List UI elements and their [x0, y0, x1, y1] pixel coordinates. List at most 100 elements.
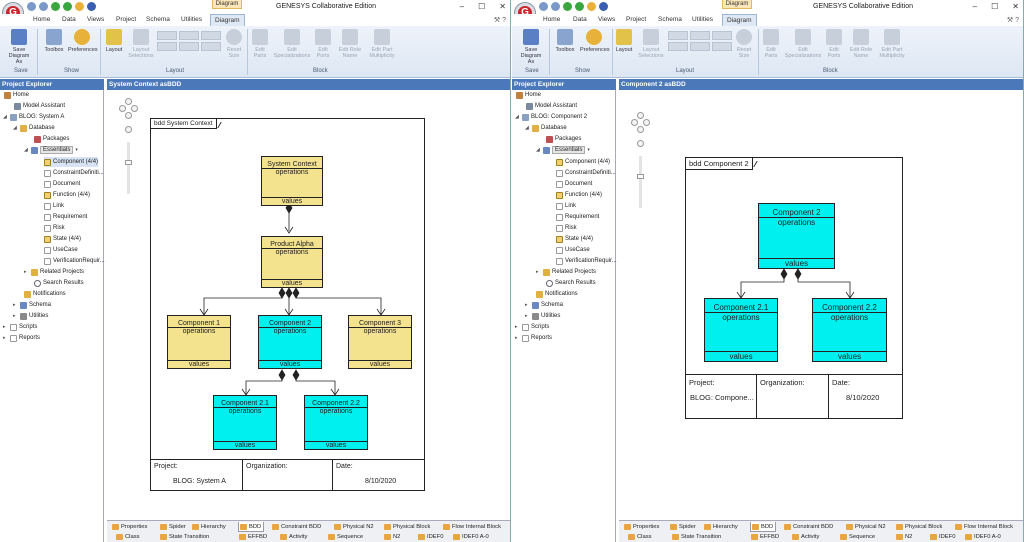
tab-diagram[interactable]: Diagram — [722, 14, 757, 26]
tab-constraint-bdd[interactable]: Constraint BDD — [783, 522, 835, 532]
edit-role-name-button[interactable]: Edit Role Name — [336, 29, 364, 59]
tree-state[interactable]: State (4/4) — [44, 234, 81, 244]
tree-function[interactable]: Function (4/4) — [556, 190, 602, 200]
tab-physical-block[interactable]: Physical Block — [383, 522, 432, 532]
tree-component[interactable]: Component (4/4) — [556, 157, 610, 167]
tab-idef0-a0[interactable]: IDEF0 A-0 — [452, 532, 491, 542]
tree-essentials[interactable]: ◢Essentials▾ — [24, 146, 78, 154]
tree-risk[interactable]: Risk — [44, 223, 65, 233]
tree-document[interactable]: Document — [44, 179, 80, 189]
tree-notifications[interactable]: Notifications — [24, 289, 66, 299]
tab-idef0[interactable]: IDEF0 — [417, 532, 445, 542]
edit-parts-button[interactable]: Edit Parts — [250, 29, 270, 59]
tree-link[interactable]: Link — [44, 201, 64, 211]
tree-schema[interactable]: ▸Schema — [13, 301, 52, 309]
refresh-icon[interactable] — [587, 2, 596, 11]
ribbon-options-icon[interactable]: ⚒ ? — [493, 17, 506, 24]
tab-views[interactable]: Views — [598, 16, 616, 23]
tree-database[interactable]: ◢Database — [13, 124, 55, 132]
edit-specializations-button[interactable]: Edit Specializations — [272, 29, 312, 59]
diagram-tab-header[interactable]: System Context asBDD — [107, 79, 510, 90]
align-tools[interactable] — [668, 31, 736, 51]
tab-physical-n2[interactable]: Physical N2 — [845, 522, 888, 532]
tree-link[interactable]: Link — [556, 201, 576, 211]
facebook-icon[interactable] — [87, 2, 96, 11]
preferences-button[interactable]: Preferences — [580, 29, 610, 53]
tab-home[interactable]: Home — [33, 16, 51, 23]
tree-utilities[interactable]: ▸Utilities — [13, 312, 49, 320]
tab-state-transition[interactable]: State Transition — [159, 532, 211, 542]
tree-search-results[interactable]: Search Results — [34, 278, 84, 288]
tree-constraint[interactable]: ConstraintDefiniti... — [556, 168, 616, 178]
tab-n2[interactable]: N2 — [383, 532, 402, 542]
tree-requirement[interactable]: Requirement — [44, 212, 87, 222]
tab-bdd[interactable]: BDD — [238, 522, 265, 532]
layout-selections-button[interactable]: Layout Selections — [636, 29, 666, 59]
tab-constraint-bdd[interactable]: Constraint BDD — [271, 522, 323, 532]
edit-specializations-button[interactable]: Edit Specializations — [783, 29, 823, 59]
tree-schema[interactable]: ▸Schema — [525, 301, 564, 309]
preferences-button[interactable]: Preferences — [68, 29, 98, 53]
tree-reports[interactable]: ▸Reports — [515, 334, 553, 342]
tab-bdd[interactable]: BDD — [750, 522, 777, 532]
align-tools[interactable] — [157, 31, 225, 51]
ribbon-options-icon[interactable]: ⚒ ? — [1006, 17, 1019, 24]
tree-related-projects[interactable]: ▸Related Projects — [536, 268, 597, 276]
tree-scripts[interactable]: ▸Scripts — [3, 323, 38, 331]
tab-spider[interactable]: Spider — [669, 522, 698, 532]
tab-data[interactable]: Data — [573, 16, 587, 23]
tab-utilities[interactable]: Utilities — [692, 16, 713, 23]
tab-flow-internal-block[interactable]: Flow Internal Block — [442, 522, 503, 532]
tab-physical-n2[interactable]: Physical N2 — [333, 522, 376, 532]
tab-spider[interactable]: Spider — [159, 522, 188, 532]
tab-physical-block[interactable]: Physical Block — [895, 522, 944, 532]
minimize-icon[interactable]: – — [459, 2, 465, 11]
tab-project[interactable]: Project — [116, 16, 137, 23]
reset-size-button[interactable]: Reset Size — [224, 29, 244, 59]
tab-class[interactable]: Class — [627, 532, 654, 542]
diagram-tab-header[interactable]: Component 2 asBDD — [619, 79, 1023, 90]
toolbox-button[interactable]: Toolbox — [554, 29, 576, 53]
tree-packages[interactable]: Packages — [546, 134, 581, 144]
maximize-icon[interactable]: ☐ — [478, 2, 486, 11]
tab-project[interactable]: Project — [626, 16, 647, 23]
facebook-icon[interactable] — [599, 2, 608, 11]
layout-selections-button[interactable]: Layout Selections — [126, 29, 156, 59]
back-icon[interactable] — [563, 2, 572, 11]
tab-views[interactable]: Views — [87, 16, 105, 23]
tab-idef0[interactable]: IDEF0 — [929, 532, 957, 542]
tree-risk[interactable]: Risk — [556, 223, 577, 233]
tree-component[interactable]: Component (4/4) — [44, 157, 99, 167]
refresh-icon[interactable] — [75, 2, 84, 11]
tree-packages[interactable]: Packages — [34, 134, 69, 144]
layout-button[interactable]: Layout — [104, 29, 124, 53]
tab-activity[interactable]: Activity — [791, 532, 821, 542]
tab-hierarchy[interactable]: Hierarchy — [703, 522, 740, 532]
tab-sequence[interactable]: Sequence — [327, 532, 365, 542]
layout-button[interactable]: Layout — [614, 29, 634, 53]
close-icon[interactable]: ✕ — [1012, 2, 1019, 11]
tab-schema[interactable]: Schema — [146, 16, 170, 23]
save-diagram-as-button[interactable]: Save Diagram As — [7, 29, 31, 65]
tab-schema[interactable]: Schema — [658, 16, 682, 23]
close-icon[interactable]: ✕ — [499, 2, 506, 11]
tab-home[interactable]: Home — [543, 16, 561, 23]
tree-state[interactable]: State (4/4) — [556, 234, 593, 244]
tab-n2[interactable]: N2 — [895, 532, 914, 542]
tab-hierarchy[interactable]: Hierarchy — [191, 522, 228, 532]
edit-parts-button[interactable]: Edit Parts — [761, 29, 781, 59]
redo-icon[interactable] — [39, 2, 48, 11]
tree-document[interactable]: Document — [556, 179, 592, 189]
tree-constraint[interactable]: ConstraintDefiniti... — [44, 168, 104, 178]
save-diagram-as-button[interactable]: Save Diagram As — [519, 29, 543, 65]
tab-idef0-a0[interactable]: IDEF0 A-0 — [964, 532, 1003, 542]
